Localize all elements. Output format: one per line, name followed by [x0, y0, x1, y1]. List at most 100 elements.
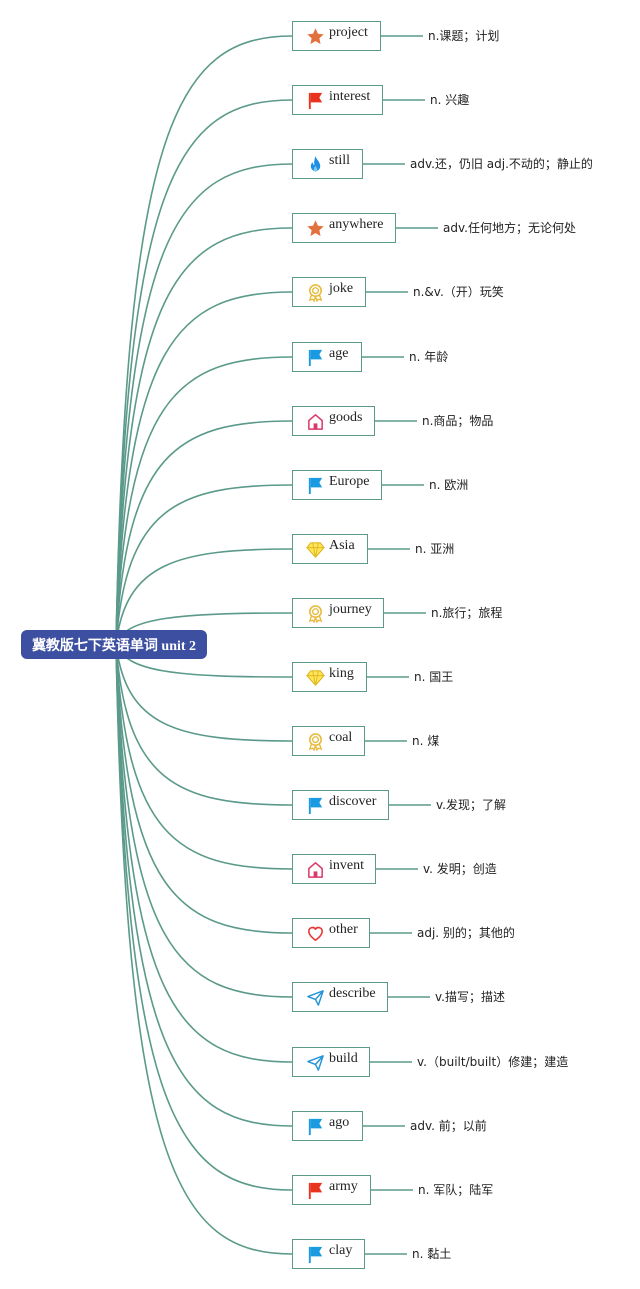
- word-meaning[interactable]: n.课题；计划: [428, 29, 500, 43]
- word-label: army: [329, 1179, 358, 1194]
- word-meaning[interactable]: n. 黏土: [412, 1247, 452, 1261]
- word-node-coal[interactable]: coal: [292, 726, 365, 756]
- word-meaning[interactable]: v.（built/built）修建；建造: [417, 1055, 569, 1069]
- word-label: discover: [329, 794, 377, 809]
- red-flag-icon: [306, 91, 325, 110]
- branch-connector: [115, 548, 293, 645]
- word-meaning[interactable]: v.描写；描述: [435, 990, 505, 1004]
- diamond-icon: [306, 540, 325, 559]
- word-label: clay: [329, 1243, 353, 1258]
- word-node-anywhere[interactable]: anywhere: [292, 213, 396, 243]
- blue-flag-icon: [306, 348, 325, 367]
- word-label: Asia: [329, 538, 355, 553]
- word-meaning[interactable]: v.发现；了解: [436, 798, 506, 812]
- send-icon: [306, 988, 325, 1007]
- heart-icon: [306, 924, 325, 943]
- award-icon: [306, 604, 325, 623]
- blue-flag-icon: [306, 1117, 325, 1136]
- word-node-age[interactable]: age: [292, 342, 362, 372]
- word-meaning[interactable]: adv.还，仍旧 adj.不动的；静止的: [410, 157, 593, 171]
- red-flag-icon: [306, 1181, 325, 1200]
- word-label: ago: [329, 1115, 350, 1130]
- award-icon: [306, 732, 325, 751]
- word-node-goods[interactable]: goods: [292, 406, 375, 436]
- word-node-other[interactable]: other: [292, 918, 370, 948]
- word-label: journey: [329, 602, 372, 617]
- award-icon: [306, 283, 325, 302]
- branch-connector: [115, 643, 293, 1127]
- word-node-discover[interactable]: discover: [292, 790, 389, 820]
- word-node-joke[interactable]: joke: [292, 277, 366, 307]
- blue-flag-icon: [306, 1245, 325, 1264]
- send-icon: [306, 1053, 325, 1072]
- branch-connector: [115, 420, 293, 645]
- word-meaning[interactable]: n.商品；物品: [422, 414, 494, 428]
- blue-flag-icon: [306, 476, 325, 495]
- word-meaning[interactable]: adv. 前；以前: [410, 1119, 487, 1133]
- word-node-interest[interactable]: interest: [292, 85, 383, 115]
- word-node-asia[interactable]: Asia: [292, 534, 368, 564]
- branch-connector: [115, 99, 293, 645]
- word-meaning[interactable]: n. 军队；陆军: [418, 1183, 494, 1197]
- word-label: Europe: [329, 474, 370, 489]
- word-meaning[interactable]: n.&v.（开）玩笑: [413, 285, 504, 299]
- word-label: other: [329, 922, 358, 937]
- root-topic-label: 冀教版七下英语单词 unit 2: [31, 638, 197, 654]
- branch-connector: [115, 643, 293, 1191]
- root-topic[interactable]: 冀教版七下英语单词 unit 2: [21, 630, 207, 659]
- branch-connector: [115, 356, 293, 645]
- word-node-still[interactable]: still: [292, 149, 363, 179]
- word-meaning[interactable]: v. 发明；创造: [423, 862, 497, 876]
- branch-connector: [115, 484, 293, 645]
- word-label: coal: [329, 730, 353, 745]
- branch-connector: [115, 643, 293, 998]
- branch-connector: [115, 291, 293, 645]
- word-node-europe[interactable]: Europe: [292, 470, 382, 500]
- word-node-project[interactable]: project: [292, 21, 381, 51]
- diamond-icon: [306, 668, 325, 687]
- star-icon: [306, 27, 325, 46]
- word-label: age: [329, 346, 349, 361]
- word-label: anywhere: [329, 217, 384, 232]
- word-meaning[interactable]: n. 兴趣: [430, 93, 470, 107]
- branch-connector: [115, 35, 293, 645]
- branch-connector: [115, 227, 293, 645]
- word-label: goods: [329, 410, 363, 425]
- word-label: interest: [329, 89, 371, 104]
- home-icon: [306, 860, 325, 879]
- word-label: joke: [329, 281, 354, 296]
- word-node-king[interactable]: king: [292, 662, 367, 692]
- word-meaning[interactable]: n. 煤: [412, 734, 440, 748]
- branch-connector: [115, 643, 293, 934]
- word-label: build: [329, 1051, 358, 1066]
- word-meaning[interactable]: adv.任何地方；无论何处: [443, 221, 576, 235]
- fire-icon: [306, 155, 325, 174]
- branch-connector: [115, 643, 293, 870]
- word-label: project: [329, 25, 368, 40]
- home-icon: [306, 412, 325, 431]
- star-icon: [306, 219, 325, 238]
- word-meaning[interactable]: adj. 别的；其他的: [417, 926, 515, 940]
- word-meaning[interactable]: n. 国王: [414, 670, 454, 684]
- word-label: still: [329, 153, 351, 168]
- word-node-ago[interactable]: ago: [292, 1111, 363, 1141]
- word-node-journey[interactable]: journey: [292, 598, 384, 628]
- word-node-army[interactable]: army: [292, 1175, 371, 1205]
- branch-connector: [115, 643, 293, 806]
- word-label: invent: [329, 858, 364, 873]
- word-node-build[interactable]: build: [292, 1047, 370, 1077]
- word-meaning[interactable]: n. 年龄: [409, 350, 449, 364]
- word-node-invent[interactable]: invent: [292, 854, 376, 884]
- word-label: king: [329, 666, 354, 681]
- word-node-describe[interactable]: describe: [292, 982, 388, 1012]
- branch-connector: [115, 163, 293, 645]
- branch-connector: [115, 643, 293, 1063]
- word-label: describe: [329, 986, 376, 1001]
- word-meaning[interactable]: n.旅行；旅程: [431, 606, 503, 620]
- branch-connector: [115, 643, 293, 1255]
- word-node-clay[interactable]: clay: [292, 1239, 365, 1269]
- word-meaning[interactable]: n. 欧洲: [429, 478, 469, 492]
- blue-flag-icon: [306, 796, 325, 815]
- word-meaning[interactable]: n. 亚洲: [415, 542, 455, 556]
